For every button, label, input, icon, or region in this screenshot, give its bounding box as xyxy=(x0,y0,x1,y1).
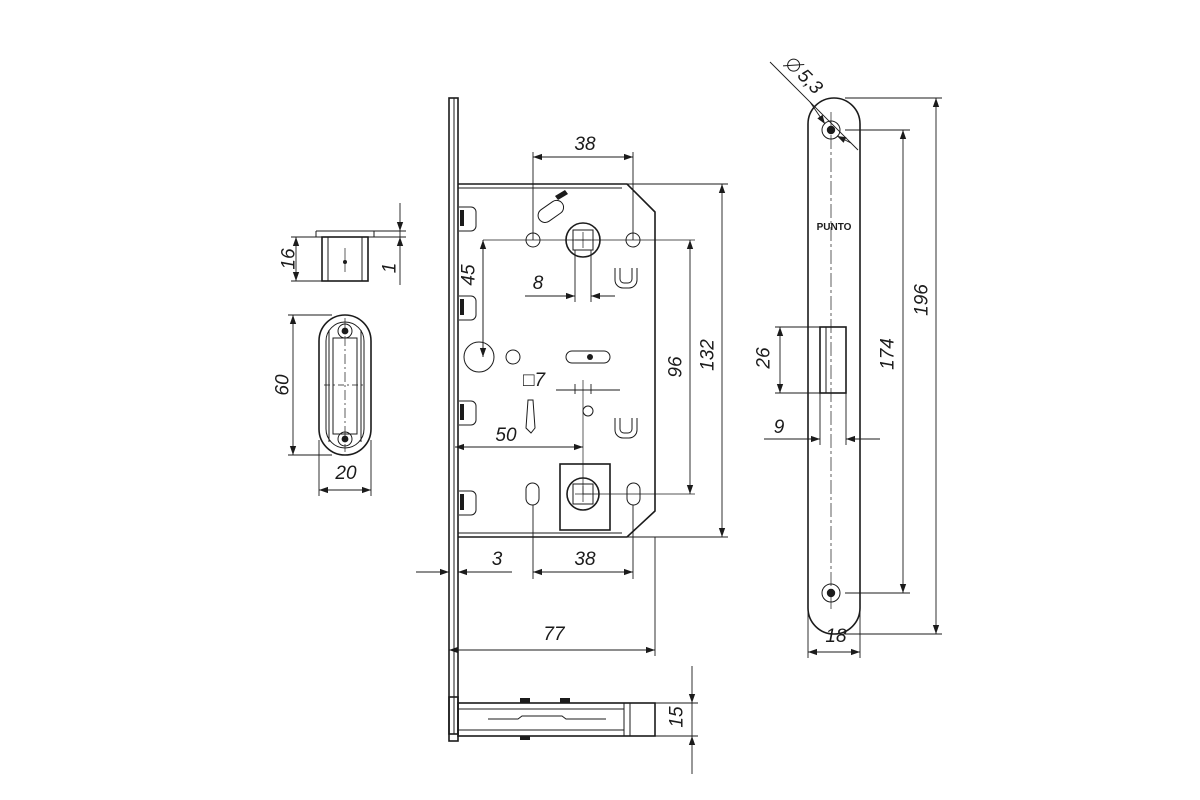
dim-latch-gap-label: 1 xyxy=(380,263,401,274)
dimension-faceplate-length: 196 xyxy=(845,97,942,635)
dim-bolt-height-label: 26 xyxy=(754,347,775,370)
dim-faceplate-length-label: 196 xyxy=(912,284,933,316)
dimension-strike-height: 60 xyxy=(273,314,332,456)
dim-spindle-spacing-label: 96 xyxy=(666,356,687,378)
dim-body-width-label: 77 xyxy=(543,624,566,645)
latch-top-view xyxy=(315,230,375,282)
dim-backset-label: 50 xyxy=(495,425,517,446)
lock-faceplate-side xyxy=(448,97,459,735)
dimension-latch-height: 16 xyxy=(279,236,322,282)
dimension-bolt-offset: 9 xyxy=(764,393,880,445)
dim-faceplate-width-label: 18 xyxy=(825,626,847,647)
dim-housing-height-label: 132 xyxy=(698,339,719,371)
lock-internals xyxy=(459,190,641,531)
dim-faceplate-offset-label: 3 xyxy=(492,549,503,570)
dim-spindle-square-label: 8 xyxy=(533,273,544,294)
dimension-bottom-width: 38 xyxy=(532,505,634,579)
dimension-screw-diameter: 5,3 xyxy=(769,58,859,151)
lock-case xyxy=(458,183,656,538)
dim-bolt-offset-label: 9 xyxy=(774,417,785,438)
dim-top-width-label: 38 xyxy=(574,134,596,155)
faceplate-front: PUNTO xyxy=(807,97,861,635)
dim-latch-height-label: 16 xyxy=(279,248,300,270)
dimension-screw-spacing: 174 xyxy=(845,129,910,594)
lock-bottom-view xyxy=(448,696,656,742)
dimension-backset: 50 xyxy=(455,425,583,451)
dimension-body-width: 77 xyxy=(448,537,656,734)
dim-screw-spacing-label: 174 xyxy=(878,338,899,370)
dim-handle-lever-label: 45 xyxy=(459,264,480,286)
dimension-faceplate-width: 18 xyxy=(807,600,861,658)
dimension-body-depth: 15 xyxy=(655,666,698,774)
dimension-housing-height: 132 xyxy=(627,183,728,538)
dim-body-depth-label: 15 xyxy=(667,706,688,728)
dimension-spindle-square: 8 xyxy=(525,250,615,302)
dimension-spindle-spacing: 96 xyxy=(666,240,694,494)
dim-thumbturn-square-label: □7 xyxy=(523,370,546,391)
rivet-tabs xyxy=(459,206,477,516)
dimension-faceplate-offset: 3 xyxy=(416,549,512,580)
dimension-top-width: 38 xyxy=(532,134,634,240)
strike-plate xyxy=(318,314,372,456)
dimension-strike-width: 20 xyxy=(318,440,372,496)
dim-strike-width-label: 20 xyxy=(334,463,357,484)
dimension-latch-gap: 1 xyxy=(374,203,406,285)
dim-screw-diameter-label: 5,3 xyxy=(793,65,827,99)
faceplate-logo: PUNTO xyxy=(817,222,852,233)
dim-bottom-width-label: 38 xyxy=(574,549,596,570)
dim-strike-height-label: 60 xyxy=(273,374,294,396)
dimension-handle-lever: 45 xyxy=(459,240,487,357)
dimension-bolt-height: 26 xyxy=(754,326,820,394)
dimension-thumbturn-square: □7 xyxy=(523,370,620,394)
